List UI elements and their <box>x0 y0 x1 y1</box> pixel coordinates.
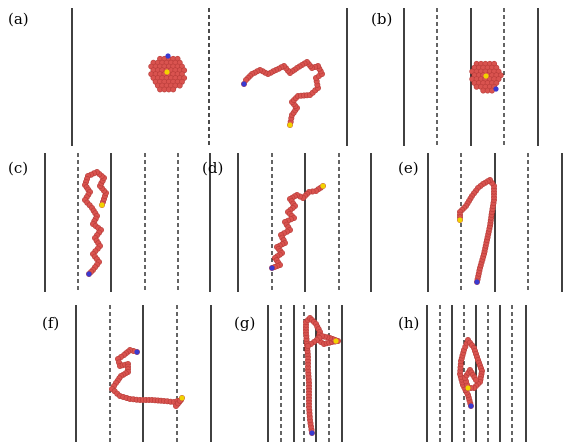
chain-end-bead <box>474 279 480 285</box>
panel-h-walls <box>426 305 527 442</box>
chain-start-bead <box>333 338 339 344</box>
panel-a-chain-collapsed <box>148 53 188 93</box>
panel-label-f: (f) <box>42 314 59 332</box>
panel-c: (c) <box>8 153 211 292</box>
chain-end-bead <box>134 349 140 355</box>
panel-f-chain <box>109 346 186 409</box>
panel-g-chain <box>302 314 341 436</box>
panel-c-walls <box>44 153 211 292</box>
chain-end-bead <box>269 265 275 271</box>
panel-a-walls <box>71 8 348 146</box>
panel-label-h: (h) <box>398 314 419 332</box>
panel-g: (g) <box>234 305 343 442</box>
panel-label-a: (a) <box>8 10 29 28</box>
chain-start-bead <box>179 395 185 401</box>
chain-end-bead <box>468 403 474 409</box>
panel-b-chain <box>469 60 504 94</box>
chain-start-bead <box>164 69 170 75</box>
panel-h: (h) <box>398 305 527 442</box>
panel-label-c: (c) <box>8 159 28 177</box>
chain-end-bead <box>86 271 92 277</box>
panel-label-b: (b) <box>371 10 392 28</box>
chain-end-bead <box>241 81 247 87</box>
monomer-bead <box>472 376 479 383</box>
chain-end-bead <box>165 53 171 59</box>
chain-start-bead <box>99 202 105 208</box>
chain-end-bead <box>309 430 315 436</box>
panel-label-g: (g) <box>234 314 255 332</box>
panel-label-e: (e) <box>398 159 419 177</box>
panel-e-walls <box>427 153 563 292</box>
chain-start-bead <box>457 217 463 223</box>
chain-end-bead <box>493 86 499 92</box>
monomer-bead <box>304 342 311 349</box>
panel-f-walls <box>75 305 212 442</box>
panel-label-d: (d) <box>202 159 223 177</box>
panel-d-walls <box>237 153 372 292</box>
panel-b: (b) <box>371 8 539 146</box>
panel-a-chain-extended <box>241 58 325 129</box>
panel-h-chain <box>456 336 485 409</box>
chain-start-bead <box>287 122 293 128</box>
panel-e: (e) <box>398 153 563 292</box>
chain-start-bead <box>483 73 489 79</box>
panel-d: (d) <box>202 153 372 292</box>
panel-a: (a) <box>8 8 348 146</box>
panel-e-chain <box>456 177 497 285</box>
panel-c-chain <box>82 169 110 277</box>
chain-start-bead <box>465 385 471 391</box>
panel-d-chain <box>268 183 326 271</box>
panel-f: (f) <box>42 305 212 442</box>
monomer-bead <box>176 82 183 89</box>
monomer-bead <box>170 86 177 93</box>
chain-start-bead <box>320 183 326 189</box>
